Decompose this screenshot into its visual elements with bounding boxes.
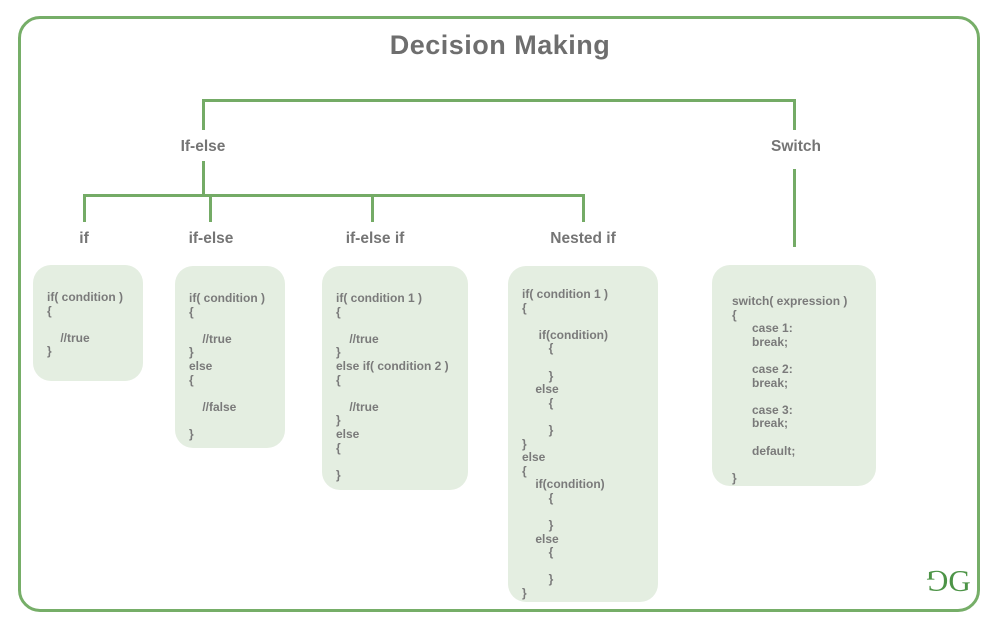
node-nested-if: Nested if	[550, 230, 616, 247]
code-box-nested-if: if( condition 1 ) { if(condition) { } el…	[508, 266, 658, 602]
logo-g: G	[948, 563, 970, 598]
code-box-switch: switch( expression ) { case 1: break; ca…	[712, 265, 876, 486]
geeksforgeeks-logo: GG	[928, 563, 971, 599]
connector-tick-if-else-if	[371, 194, 374, 222]
code-if-else-if: if( condition 1 ) { //true } else if( co…	[336, 291, 449, 482]
code-box-if-else-if: if( condition 1 ) { //true } else if( co…	[322, 266, 468, 490]
node-switch: Switch	[771, 138, 821, 155]
connector-tick-if-else	[209, 194, 212, 222]
connector-tick-nested-if	[582, 194, 585, 222]
connector-second-horizontal	[83, 194, 585, 197]
connector-switch-drop	[793, 99, 796, 130]
code-box-if-else: if( condition ) { //true } else { //fals…	[175, 266, 285, 448]
code-box-if: if( condition ) { //true }	[33, 265, 143, 381]
code-switch: switch( expression ) { case 1: break; ca…	[732, 294, 848, 485]
node-if-else-child: if-else	[188, 230, 234, 247]
outer-frame	[18, 16, 980, 612]
connector-switch-down	[793, 169, 796, 247]
page-title: Decision Making	[389, 30, 611, 60]
node-if-else-if: if-else if	[345, 230, 405, 247]
code-if-else: if( condition ) { //true } else { //fals…	[189, 291, 265, 441]
node-if-else: If-else	[180, 138, 226, 155]
connector-tick-if	[83, 194, 86, 222]
connector-ifelse-down	[202, 161, 205, 197]
code-nested-if: if( condition 1 ) { if(condition) { } el…	[522, 287, 608, 601]
connector-ifelse-drop	[202, 99, 205, 130]
code-if: if( condition ) { //true }	[47, 290, 123, 359]
connector-top-horizontal	[202, 99, 796, 102]
node-if: if	[79, 230, 89, 247]
logo-g-flipped: G	[928, 564, 949, 599]
